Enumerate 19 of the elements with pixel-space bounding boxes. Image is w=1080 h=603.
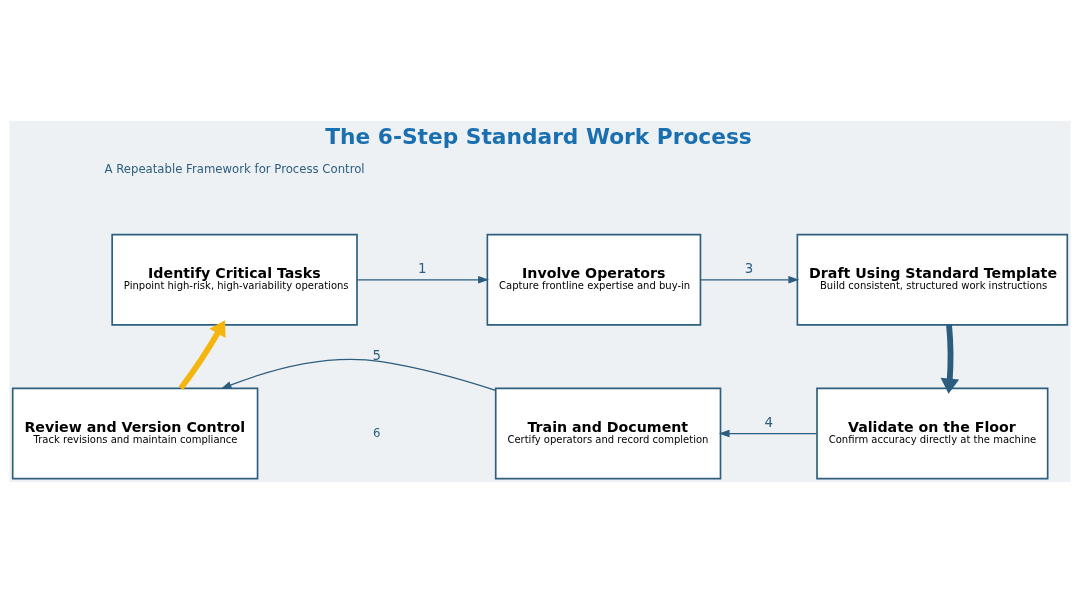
node-box: Identify Critical Tasks Pinpoint high-risk, high-variability operations (111, 233, 358, 326)
label: A Repeatable Framework for Process Control (104, 162, 365, 177)
arrow (178, 320, 226, 390)
arrow (718, 429, 818, 438)
edge-label: 3 (744, 260, 754, 276)
edge-label: 5 (372, 347, 381, 363)
node-box: Draft Using Standard Template Build consistent, structured work instructions (796, 233, 1069, 326)
diagram-title: The 6-Step Standard Work Process (325, 124, 752, 150)
node-box: Involve Operators Capture frontline expertise and buy-in (486, 233, 702, 326)
label: 6 (372, 425, 381, 440)
arrow (940, 324, 960, 394)
arrow (699, 275, 800, 284)
edge-label: 1 (417, 260, 427, 276)
arrow (356, 275, 489, 284)
arrow (220, 358, 497, 391)
node-box: Validate on the Floor Confirm accuracy directly at the machine (816, 387, 1049, 480)
edge-label: 4 (764, 414, 774, 430)
node-box: Train and Document Certify operators and record completion (494, 387, 722, 480)
node-box: Review and Version Control Track revisions and maintain compliance (11, 387, 259, 480)
